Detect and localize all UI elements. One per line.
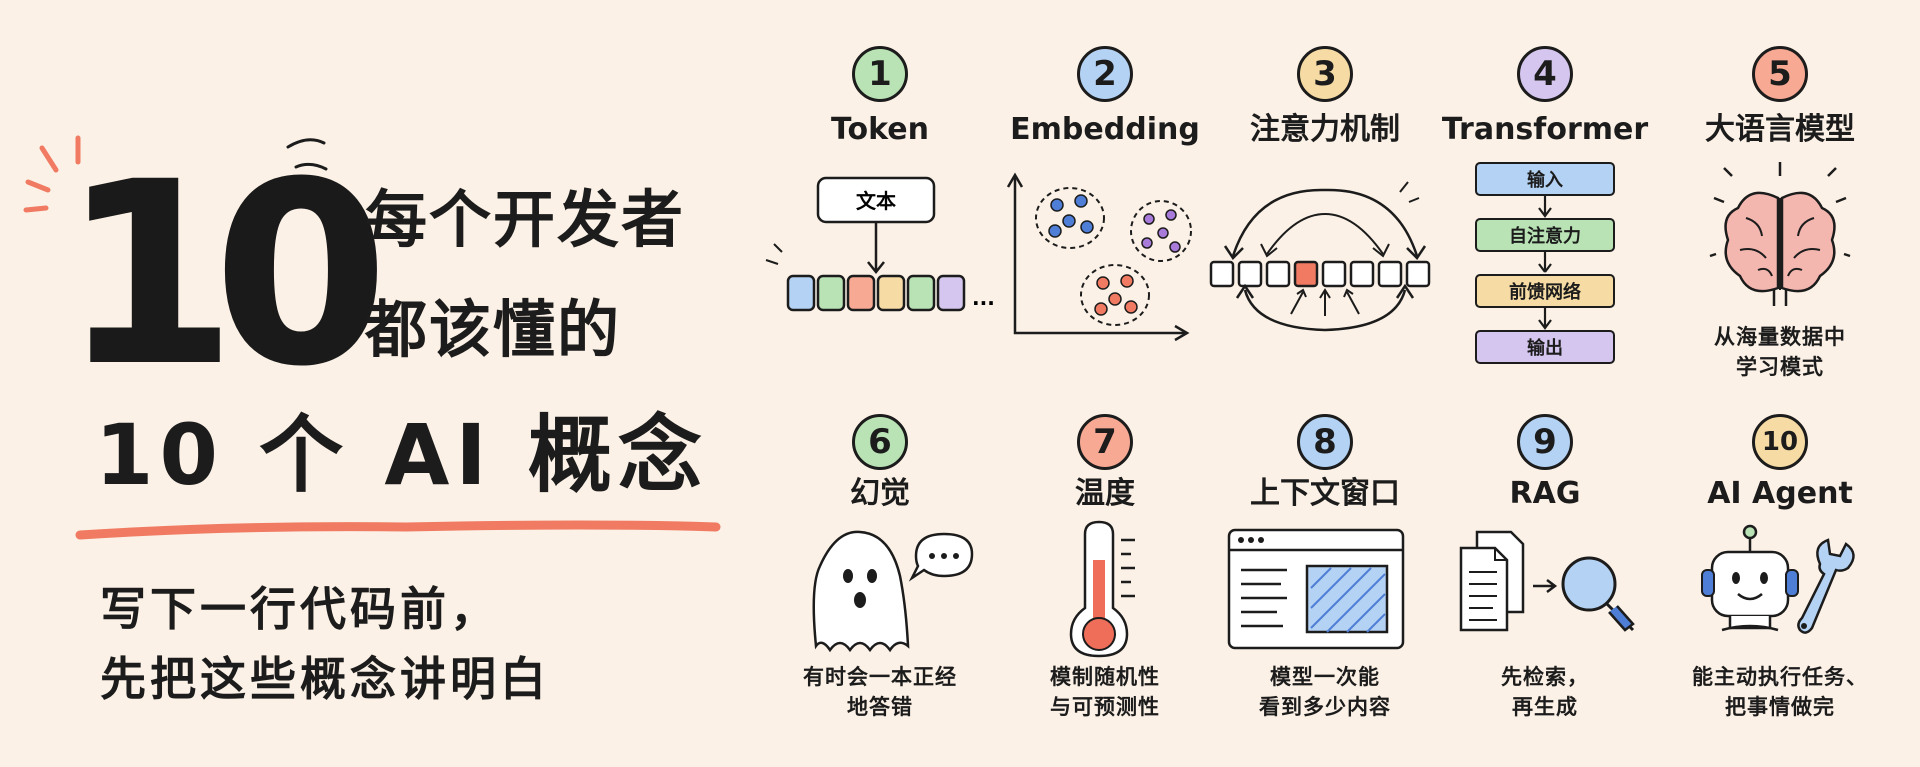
concept-attention: 3 注意力机制 <box>1205 38 1445 338</box>
svg-text:...: ... <box>972 286 995 310</box>
concept-rag: 9 RAG 先检索， 再生成 <box>1425 410 1665 730</box>
concept-number-badge: 5 <box>1752 46 1808 102</box>
token-cell <box>906 274 936 312</box>
concept-context-window: 8 上下文窗口 模型一次能 看到多少内容 <box>1205 410 1445 730</box>
concept-description-line-2: 地答错 <box>847 695 913 719</box>
concept-title: 幻觉 <box>850 476 910 511</box>
token-cell <box>816 274 846 312</box>
concept-embedding: 2 Embedding <box>985 38 1225 342</box>
token-cell <box>846 274 876 312</box>
concept-number-badge: 4 <box>1517 46 1573 102</box>
brain-icon <box>1709 162 1851 306</box>
concept-temperature: 7 温度 模制随机性 与可预测性 <box>985 410 1225 730</box>
hero-underline <box>75 520 721 540</box>
flow-arrows-icon <box>1538 196 1552 330</box>
flow-step-feedforward: 前馈网络 <box>1475 274 1615 308</box>
concept-description-line-1: 模型一次能 <box>1270 665 1380 689</box>
hero-line-2: 都该懂的 <box>365 293 622 366</box>
concept-title: Embedding <box>1010 112 1200 147</box>
concept-title: 注意力机制 <box>1250 112 1400 147</box>
hero-subtitle-2: 先把这些概念讲明白 <box>100 652 550 706</box>
concept-description-line-2: 看到多少内容 <box>1259 695 1391 719</box>
transformer-flow: 输入 自注意力 前馈网络 输出 <box>1475 162 1615 382</box>
concept-description-line-1: 模制随机性 <box>1050 665 1160 689</box>
concept-description-line-1: 从海量数据中 <box>1714 325 1846 349</box>
robot-wrench-icon <box>1701 524 1855 634</box>
concept-title: Transformer <box>1441 112 1649 147</box>
spark-lines-icon <box>23 135 81 213</box>
concept-title: 大语言模型 <box>1705 112 1855 147</box>
flow-step-output: 输出 <box>1475 330 1615 364</box>
ghost-icon <box>812 530 974 653</box>
hero-line-1: 每个开发者 <box>365 183 686 256</box>
hero-subtitle-1: 写下一行代码前， <box>100 582 500 636</box>
attention-cell <box>1405 260 1431 288</box>
attention-cell <box>1237 260 1263 288</box>
concept-description-line-1: 能主动执行任务、 <box>1692 665 1868 689</box>
concept-number-badge: 6 <box>852 414 908 470</box>
concept-token: 1 Token 文本 ... <box>760 38 1000 338</box>
concept-title: Token <box>831 112 929 147</box>
concept-description-line-1: 先检索， <box>1501 665 1589 689</box>
token-cell <box>786 274 816 312</box>
attention-illustration <box>1209 181 1431 332</box>
flow-step-input: 输入 <box>1475 162 1615 196</box>
hero: 10 每个开发者 都该懂的 10 个 AI 概念 写下一行代码前， 先把这些概念… <box>0 0 740 767</box>
concept-transformer: 4 Transformer 输入 自注意力 前馈网络 输出 <box>1425 38 1665 378</box>
concept-number-badge: 2 <box>1077 46 1133 102</box>
concept-llm: 5 大语言模型 从海量数据中 学习模式 <box>1660 38 1900 379</box>
concept-number-badge: 10 <box>1752 414 1808 470</box>
concept-description-line-2: 学习模式 <box>1736 355 1824 379</box>
attention-cell <box>1265 260 1291 288</box>
token-illustration: 文本 ... <box>765 176 995 312</box>
thermometer-icon <box>1069 520 1135 658</box>
concept-number-badge: 7 <box>1077 414 1133 470</box>
attention-cell <box>1321 260 1347 288</box>
attention-cell <box>1209 260 1235 288</box>
hero-big-number: 10 <box>61 129 389 420</box>
hero-main-title: 10 个 AI 概念 <box>95 406 708 504</box>
concept-title: 上下文窗口 <box>1250 476 1400 511</box>
concept-number-badge: 9 <box>1517 414 1573 470</box>
document-search-icon <box>1459 530 1635 632</box>
concept-title: RAG <box>1509 476 1581 511</box>
concept-description-line-2: 与可预测性 <box>1050 695 1160 719</box>
concept-title: 温度 <box>1075 476 1135 511</box>
token-cell <box>936 274 966 312</box>
concept-description-line-2: 再生成 <box>1512 695 1578 719</box>
token-text-label: 文本 <box>856 189 896 213</box>
attention-cell <box>1349 260 1375 288</box>
embedding-scatter-illustration <box>1006 172 1192 342</box>
concept-description-line-1: 有时会一本正经 <box>803 665 957 689</box>
concept-number-badge: 1 <box>852 46 908 102</box>
browser-window-icon <box>1227 528 1405 650</box>
token-cell <box>876 274 906 312</box>
attention-cell <box>1377 260 1403 288</box>
concept-number-badge: 8 <box>1297 414 1353 470</box>
concept-hallucination: 6 幻觉 有时会一本正经 地答错 <box>760 410 1000 730</box>
motion-marks-icon <box>286 138 328 171</box>
concept-title: AI Agent <box>1707 476 1853 511</box>
attention-focus-cell <box>1293 260 1319 288</box>
concept-ai-agent: 10 AI Agent 能主动执行任务、 把事情做完 <box>1660 410 1900 730</box>
concept-number-badge: 3 <box>1297 46 1353 102</box>
concept-description-line-2: 把事情做完 <box>1725 695 1835 719</box>
flow-step-self-attention: 自注意力 <box>1475 218 1615 252</box>
